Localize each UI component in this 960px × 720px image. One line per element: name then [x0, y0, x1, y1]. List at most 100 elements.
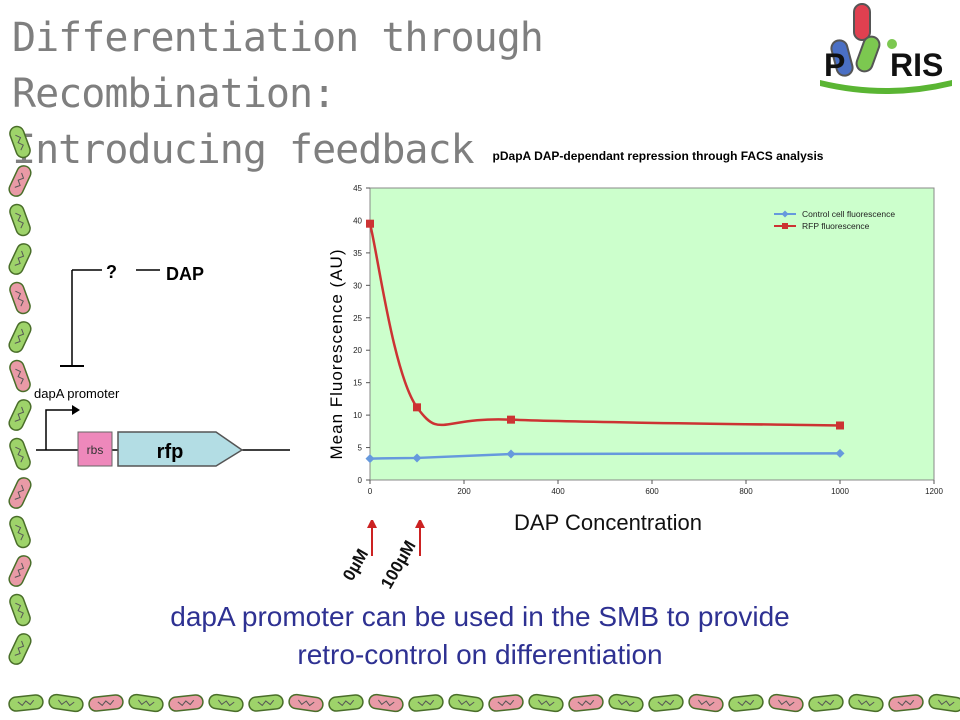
bacterium-icon: [248, 694, 284, 712]
bacterium-icon: [448, 693, 484, 713]
y-tick-label: 15: [353, 379, 362, 388]
bacterium-icon: [568, 694, 604, 712]
x-axis-label: DAP Concentration: [514, 510, 702, 535]
data-point: [507, 415, 515, 424]
promoter-arrow-head: [72, 405, 80, 415]
title-line-1: Differentiation through Recombination:: [12, 15, 544, 117]
genetic-circuit-diagram: ? DAP dapA promoter rbs rfp: [34, 262, 290, 467]
question-mark: ?: [106, 262, 117, 282]
logo-swoosh: [820, 80, 952, 94]
promoter-label: dapA promoter: [34, 386, 120, 401]
bacteria-border-bottom: [8, 693, 960, 713]
bacterium-icon: [8, 399, 32, 431]
bacterium-icon: [8, 694, 44, 712]
x-tick-label: 400: [551, 487, 565, 496]
legend-label: RFP fluorescence: [802, 221, 870, 231]
paris-logo: P RIS: [820, 3, 952, 94]
x-tick-label: 600: [645, 487, 659, 496]
chart-title: pDapA DAP-dependant repression through F…: [493, 149, 824, 163]
data-point: [836, 421, 844, 430]
bacterium-icon: [8, 477, 32, 509]
bacterium-icon: [8, 243, 32, 275]
data-point: [506, 449, 516, 459]
arrow-0um-head: [367, 520, 377, 528]
bacterium-icon: [888, 694, 924, 712]
data-point: [365, 454, 375, 464]
data-point: [366, 219, 374, 228]
y-tick-label: 10: [353, 411, 362, 420]
y-tick-label: 30: [353, 281, 362, 290]
rbs-box: [77, 431, 113, 467]
y-tick-label: 5: [358, 444, 363, 453]
data-point: [412, 453, 422, 463]
logo-cell-green: [855, 35, 881, 73]
label-0um: 0µM: [342, 546, 372, 584]
bacterium-icon: [928, 693, 960, 713]
plot-area: [369, 187, 935, 481]
bacterium-icon: [9, 281, 31, 315]
bacterium-icon: [328, 694, 364, 712]
rbs-label: rbs: [87, 443, 104, 457]
legend-marker: [781, 210, 789, 218]
bacterium-icon: [408, 694, 444, 712]
logo-text-right: RIS: [890, 47, 943, 83]
promoter-arrow-stem: [45, 409, 72, 450]
bacteria-border-left: [8, 125, 32, 665]
bacterium-icon: [728, 694, 764, 712]
conclusion-line-1: dapA promoter can be used in the SMB to …: [170, 601, 790, 632]
bacterium-icon: [488, 694, 524, 712]
rfp-label: rfp: [157, 441, 184, 463]
title-line-2: Introducing feedback: [12, 127, 475, 173]
y-tick-label: 20: [353, 346, 362, 355]
bacterium-icon: [48, 693, 84, 713]
logo-cell-blue: [830, 39, 854, 77]
bacterium-icon: [9, 593, 31, 627]
bacterium-icon: [8, 165, 32, 197]
bacterium-icon: [8, 633, 32, 665]
y-tick-label: 35: [353, 249, 362, 258]
bacterium-icon: [9, 359, 31, 393]
bacterium-icon: [768, 693, 804, 713]
bacterium-icon: [648, 694, 684, 712]
bacterium-icon: [8, 555, 32, 587]
logo-sun-icon: [887, 39, 897, 49]
x-tick-label: 800: [739, 487, 753, 496]
chart-axes: 0 5 10 15 20 25 30 35 40 45 0 200 400 600 800 1000 1200: [353, 184, 943, 496]
y-tick-label: 0: [358, 476, 363, 485]
chart-series: [365, 219, 845, 464]
conclusion-line-2: retro-control on differentiation: [297, 639, 663, 670]
dap-label: DAP: [166, 264, 204, 284]
series-line: [369, 452, 841, 460]
logo-text-left: P: [824, 47, 845, 83]
bacterium-icon: [288, 693, 324, 713]
arrow-100um-head: [415, 520, 425, 528]
y-tick-label: 40: [353, 216, 362, 225]
x-tick-label: 0: [368, 487, 373, 496]
bacterium-icon: [688, 693, 724, 713]
bacterium-icon: [9, 437, 31, 471]
bacterium-icon: [848, 693, 884, 713]
bacterium-icon: [88, 694, 124, 712]
data-point: [835, 448, 845, 458]
x-tick-label: 1200: [925, 487, 943, 496]
bacterium-icon: [608, 693, 644, 713]
label-100um: 100µM: [377, 537, 420, 592]
logo-cell-red: [853, 3, 871, 41]
bacterium-icon: [368, 693, 404, 713]
bacterium-icon: [208, 693, 244, 713]
y-tick-label: 25: [353, 314, 362, 323]
data-point: [413, 403, 421, 412]
slide-title: Differentiation through Recombination: I…: [12, 10, 812, 178]
y-tick-label: 45: [353, 184, 362, 193]
legend-label: Control cell fluorescence: [802, 209, 895, 219]
bacterium-icon: [9, 515, 31, 549]
bacterium-icon: [9, 125, 31, 159]
fluorescence-chart: pDapA DAP-dependant repression through F…: [327, 149, 943, 535]
bacterium-icon: [9, 203, 31, 237]
bacterium-icon: [128, 693, 164, 713]
x-tick-label: 200: [457, 487, 471, 496]
conclusion-text: dapA promoter can be used in the SMB to …: [40, 598, 920, 674]
bacterium-icon: [528, 693, 564, 713]
x-tick-label: 1000: [831, 487, 849, 496]
